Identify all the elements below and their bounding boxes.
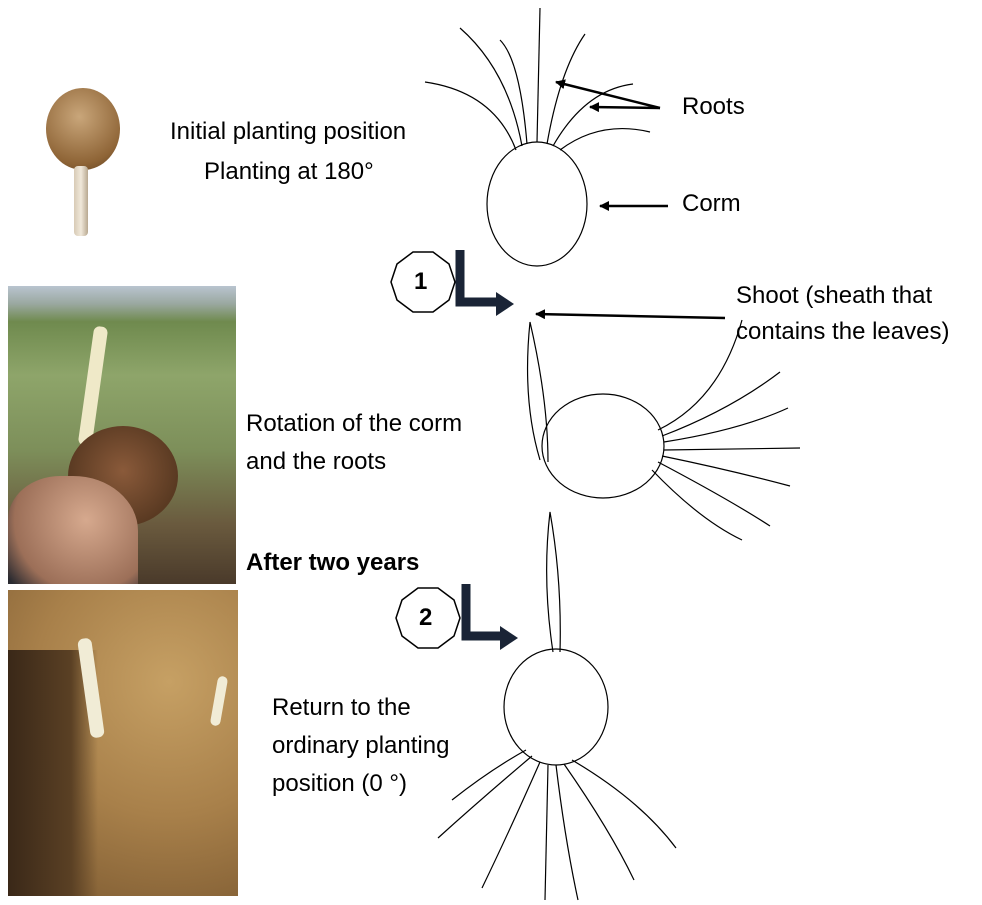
corm-return-shoot bbox=[547, 512, 561, 652]
corm-rotated bbox=[528, 320, 800, 540]
roots-arrow-1 bbox=[556, 82, 660, 108]
return-label-line2: ordinary planting bbox=[272, 728, 449, 764]
corm-return bbox=[438, 512, 676, 900]
planting-180-label: Planting at 180° bbox=[204, 154, 374, 190]
corm-initial-body bbox=[487, 142, 587, 266]
shoot-label-line2: contains the leaves) bbox=[736, 314, 949, 350]
initial-position-label: Initial planting position bbox=[170, 114, 406, 150]
step-1-arrow bbox=[460, 250, 498, 302]
return-label-line1: Return to the bbox=[272, 690, 411, 726]
shoot-arrow bbox=[536, 314, 725, 318]
corm-rotated-body bbox=[542, 394, 664, 498]
corm-return-body bbox=[504, 649, 608, 765]
corm-rotated-roots bbox=[652, 320, 800, 540]
corm-initial-roots bbox=[425, 8, 650, 150]
corm-label: Corm bbox=[682, 186, 741, 222]
rotation-label-line2: and the roots bbox=[246, 444, 386, 480]
after-two-years-label: After two years bbox=[246, 545, 419, 581]
corm-initial bbox=[425, 8, 650, 266]
step-1-number: 1 bbox=[414, 264, 427, 300]
step-2-arrow bbox=[466, 584, 502, 636]
corm-rotated-shoot bbox=[528, 322, 548, 462]
shoot-label-line1: Shoot (sheath that bbox=[736, 278, 932, 314]
roots-label: Roots bbox=[682, 89, 745, 125]
corm-return-roots bbox=[438, 750, 676, 900]
step-2-number: 2 bbox=[419, 600, 432, 636]
return-label-line3: position (0 °) bbox=[272, 766, 407, 802]
rotation-label-line1: Rotation of the corm bbox=[246, 406, 462, 442]
roots-arrow-2 bbox=[590, 107, 660, 108]
